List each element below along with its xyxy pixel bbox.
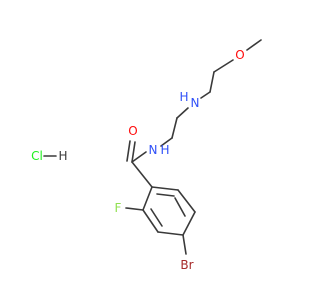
molecule-structure: O N H N H O F Br Cl H xyxy=(31,39,262,272)
atom-labels: O N H N H O F Br Cl H xyxy=(31,48,245,272)
bromine-label: Br xyxy=(180,258,193,272)
bond-ring-3-4 xyxy=(157,231,184,236)
bond-ch2-nh xyxy=(200,91,211,99)
bond-carbonyl-o-1 xyxy=(131,141,136,163)
hcl-chlorine-label: Cl xyxy=(31,149,43,163)
bond-ring-5-6 xyxy=(177,189,196,213)
bond-carbonyl-o-2 xyxy=(126,140,131,162)
bond-ring-6-1 xyxy=(151,186,179,191)
bond-amide-n-carbonyl xyxy=(131,151,147,163)
bond-ring-2-3 xyxy=(142,209,159,233)
bond-ch2-ch2-b xyxy=(171,117,178,139)
fluorine-label: F xyxy=(115,201,122,215)
methoxy-oxygen-label: O xyxy=(235,48,244,62)
bond-ring-inner-c xyxy=(156,193,175,197)
bond-ch2-amide-n xyxy=(160,137,173,147)
bonds xyxy=(43,39,262,255)
amide-nitrogen-label: N xyxy=(149,143,158,157)
carbonyl-oxygen-label: O xyxy=(128,124,137,138)
bond-nh-ch2 xyxy=(176,107,189,119)
bond-ring-1-2 xyxy=(142,186,153,211)
bond-ring-br xyxy=(182,234,187,255)
amine-nitrogen-label: N xyxy=(191,96,200,110)
bond-ring-inner-a xyxy=(150,208,163,227)
bond-ring-f xyxy=(125,207,144,211)
bond-methyl-o xyxy=(246,39,262,51)
bond-ring-inner-b xyxy=(174,197,186,217)
bond-ring-4-5 xyxy=(182,211,196,236)
bond-carbonyl-ring xyxy=(131,161,153,188)
hcl-hydrogen-label: H xyxy=(58,149,67,163)
bond-ch2-ch2-a xyxy=(209,71,215,93)
amine-hydrogen-label: H xyxy=(179,90,188,104)
amide-hydrogen-label: H xyxy=(160,143,169,157)
bond-o-ch2 xyxy=(213,59,234,73)
molecule-canvas: O N H N H O F Br Cl H xyxy=(31,39,262,272)
